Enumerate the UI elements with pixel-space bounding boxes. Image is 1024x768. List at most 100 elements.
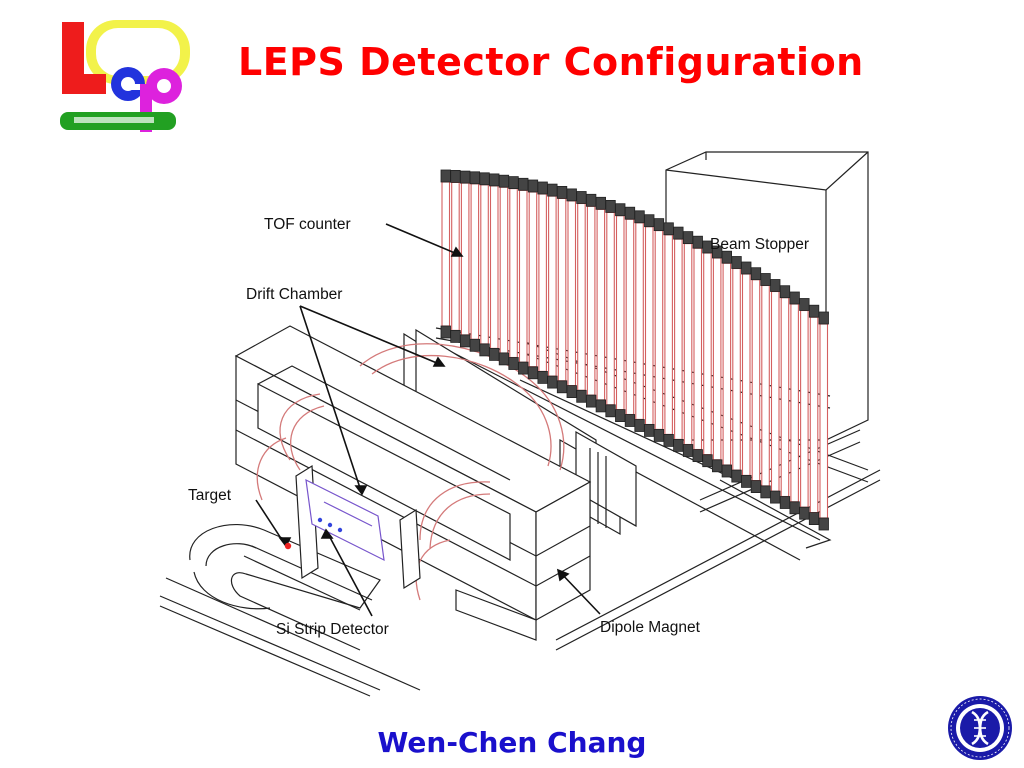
tof-photomultiplier	[673, 226, 684, 240]
tof-photomultiplier	[586, 193, 597, 207]
tof-photomultiplier	[576, 389, 587, 403]
tof-photomultiplier	[459, 170, 471, 184]
si-strip-dot	[337, 527, 343, 533]
tof-counter-bar	[703, 252, 712, 456]
tof-photomultiplier	[547, 183, 558, 197]
tof-photomultiplier	[459, 334, 471, 348]
tof-photomultiplier	[615, 409, 626, 423]
target-point	[284, 542, 292, 550]
tof-counter-bar	[499, 186, 509, 354]
tof-photomultiplier	[498, 352, 510, 366]
tof-counter-bar	[664, 234, 673, 435]
tof-photomultiplier	[527, 366, 539, 380]
tof-photomultiplier	[450, 329, 461, 343]
tof-photomultiplier	[440, 325, 451, 339]
tof-counter-bar	[577, 202, 586, 391]
tof-photomultiplier	[731, 469, 742, 483]
tof-photomultiplier	[566, 188, 577, 202]
tof-photomultiplier	[605, 404, 616, 418]
tof-counter-bar	[470, 183, 480, 340]
author-name: Wen-Chen Chang	[377, 726, 647, 759]
tof-photomultiplier	[731, 256, 742, 269]
tof-photomultiplier	[479, 172, 490, 186]
tof-counter-bar	[644, 226, 654, 426]
tof-photomultiplier	[605, 199, 616, 213]
tof-photomultiplier	[624, 414, 636, 427]
tof-counter-bar	[460, 182, 470, 336]
tof-photomultiplier	[489, 347, 500, 361]
tof-photomultiplier	[712, 459, 723, 473]
tof-photomultiplier	[770, 279, 781, 292]
label-beam-stopper: Beam Stopper	[710, 236, 809, 253]
tof-photomultiplier	[741, 261, 752, 275]
tof-counter-bar	[625, 218, 635, 416]
tof-counter-bar	[596, 208, 606, 401]
tof-counter-bar	[528, 191, 538, 368]
tof-photomultiplier	[653, 428, 665, 442]
tof-photomultiplier	[537, 370, 548, 384]
tof-photomultiplier	[595, 196, 606, 210]
tof-photomultiplier	[479, 343, 490, 357]
tof-photomultiplier	[566, 385, 577, 399]
tof-photomultiplier	[556, 185, 568, 199]
tof-counter-bar	[693, 247, 703, 451]
tof-photomultiplier	[586, 394, 597, 408]
tof-counter-bar	[489, 185, 499, 349]
tof-counter-bar	[732, 267, 741, 471]
tof-counter-bar	[538, 193, 547, 372]
tof-counter-bar	[548, 195, 557, 377]
label-si-strip-detector: Si Strip Detector	[276, 621, 389, 638]
tof-counter-bar	[683, 243, 693, 446]
tof-photomultiplier	[508, 357, 519, 370]
dipole-magnet	[234, 325, 592, 641]
tof-photomultiplier	[808, 512, 820, 525]
tof-photomultiplier	[576, 191, 587, 204]
tof-photomultiplier	[808, 304, 820, 318]
leader-lines	[255, 223, 601, 617]
tof-photomultiplier	[770, 490, 781, 504]
si-strip-dot	[327, 522, 333, 528]
tof-counter-bar	[674, 238, 683, 440]
tof-counter-bar	[761, 284, 770, 487]
tof-photomultiplier	[615, 203, 626, 217]
tof-photomultiplier	[508, 176, 519, 190]
tof-counter-bar	[751, 279, 761, 482]
tof-photomultiplier	[702, 454, 713, 468]
tof-photomultiplier	[818, 311, 829, 325]
tof-photomultiplier	[663, 222, 674, 236]
tof-photomultiplier	[692, 449, 703, 463]
tof-photomultiplier	[469, 171, 481, 185]
tof-counter-bar	[722, 262, 732, 466]
tof-photomultiplier	[469, 338, 481, 352]
tof-photomultiplier	[682, 231, 694, 245]
tof-counter-bar	[654, 230, 664, 430]
tof-photomultiplier	[663, 433, 674, 447]
tof-photomultiplier	[634, 210, 645, 224]
tof-counter-bar	[509, 188, 518, 359]
label-dipole-magnet: Dipole Magnet	[600, 619, 701, 636]
tof-photomultiplier	[760, 273, 771, 286]
tof-photomultiplier	[692, 235, 703, 249]
tof-counter-bars	[440, 169, 829, 531]
tof-counter-bar	[441, 181, 451, 327]
tof-photomultiplier	[624, 206, 636, 220]
tof-counter-bar	[819, 323, 829, 519]
tof-photomultiplier	[741, 474, 752, 488]
tof-photomultiplier	[595, 399, 606, 413]
tof-photomultiplier	[750, 480, 762, 494]
tof-counter-bar	[800, 309, 809, 508]
tof-photomultiplier	[547, 375, 558, 389]
tof-photomultiplier	[789, 291, 800, 305]
academia-sinica-seal-icon	[948, 696, 1012, 760]
tof-photomultiplier	[489, 173, 500, 187]
tof-photomultiplier	[779, 285, 791, 299]
si-strip-detector-box	[305, 478, 385, 562]
tof-counter-bar	[809, 316, 819, 514]
label-target: Target	[188, 487, 232, 504]
tof-photomultiplier	[498, 174, 510, 188]
tof-photomultiplier	[799, 506, 810, 520]
tof-counter-bar	[557, 197, 567, 382]
tof-photomultiplier	[721, 250, 732, 264]
tof-counter-bar	[615, 215, 625, 411]
tof-counter-bar	[741, 273, 751, 476]
